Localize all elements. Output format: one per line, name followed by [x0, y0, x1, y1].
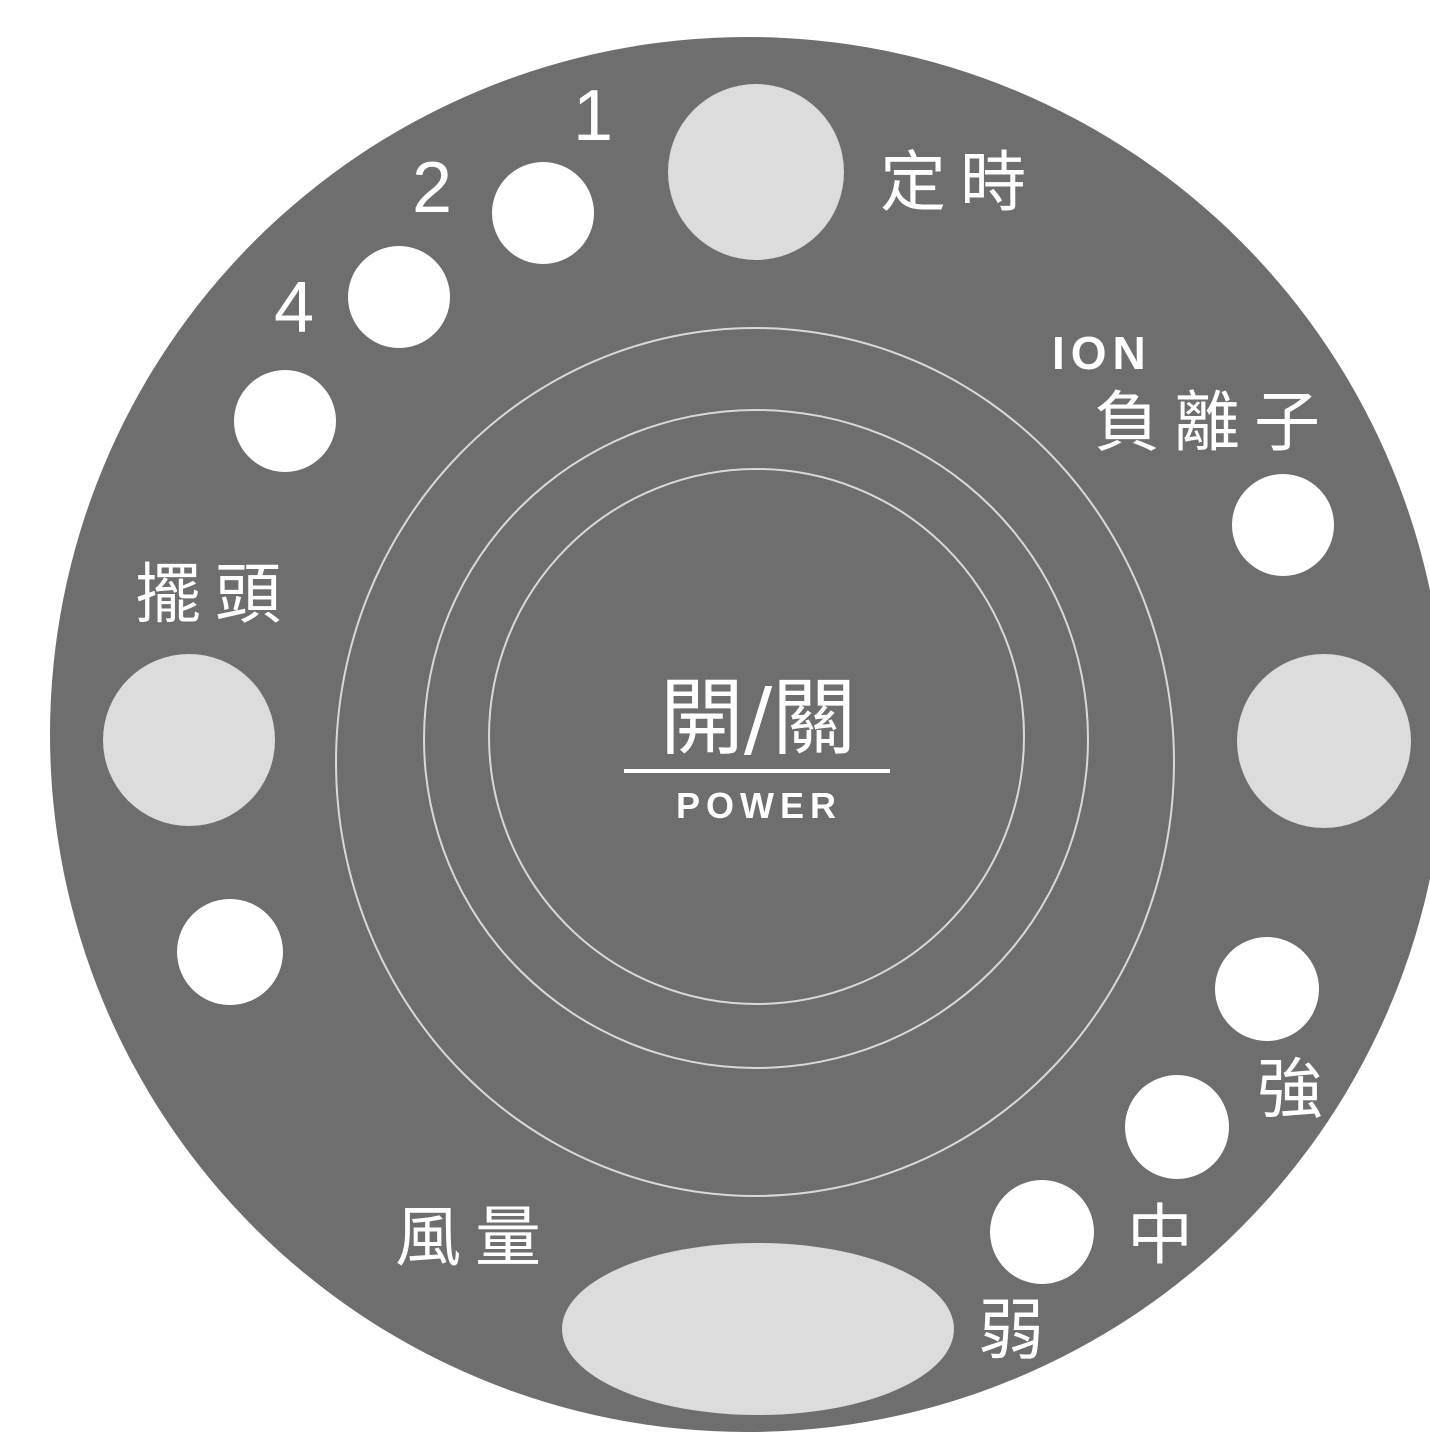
speed-medium-label: 中: [1127, 1197, 1207, 1274]
speed-low-label: 弱: [978, 1292, 1058, 1369]
power-label-divider: [624, 769, 890, 773]
power-sublabel: POWER: [675, 785, 842, 826]
ion-indicator: [1232, 474, 1334, 576]
fan-speed-label: 風量: [395, 1199, 555, 1276]
swing-label: 擺頭: [135, 556, 295, 633]
timer-level-2-indicator: [348, 246, 450, 348]
timer-level-1-indicator: [492, 162, 594, 264]
ion-button[interactable]: [1237, 654, 1411, 828]
ion-label: 負離子: [1094, 384, 1334, 461]
swing-button[interactable]: [103, 654, 275, 826]
speed-high-indicator: [1215, 937, 1319, 1041]
timer-level-4-indicator: [234, 370, 336, 472]
power-label: 開/關: [659, 669, 857, 767]
speed-high-label: 強: [1257, 1051, 1337, 1128]
timer-label: 定時: [880, 144, 1040, 221]
swing-indicator: [177, 899, 283, 1005]
timer-level-2-label: 2: [412, 148, 453, 228]
speed-medium-indicator: [1125, 1075, 1229, 1179]
timer-level-1-label: 1: [573, 76, 614, 156]
speed-low-indicator: [990, 1180, 1094, 1284]
timer-button[interactable]: [668, 84, 844, 260]
control-panel: [50, 37, 1430, 1432]
ion-logo: ION: [1052, 327, 1152, 379]
timer-level-4-label: 4: [274, 268, 315, 348]
fan-speed-button[interactable]: [562, 1243, 954, 1415]
